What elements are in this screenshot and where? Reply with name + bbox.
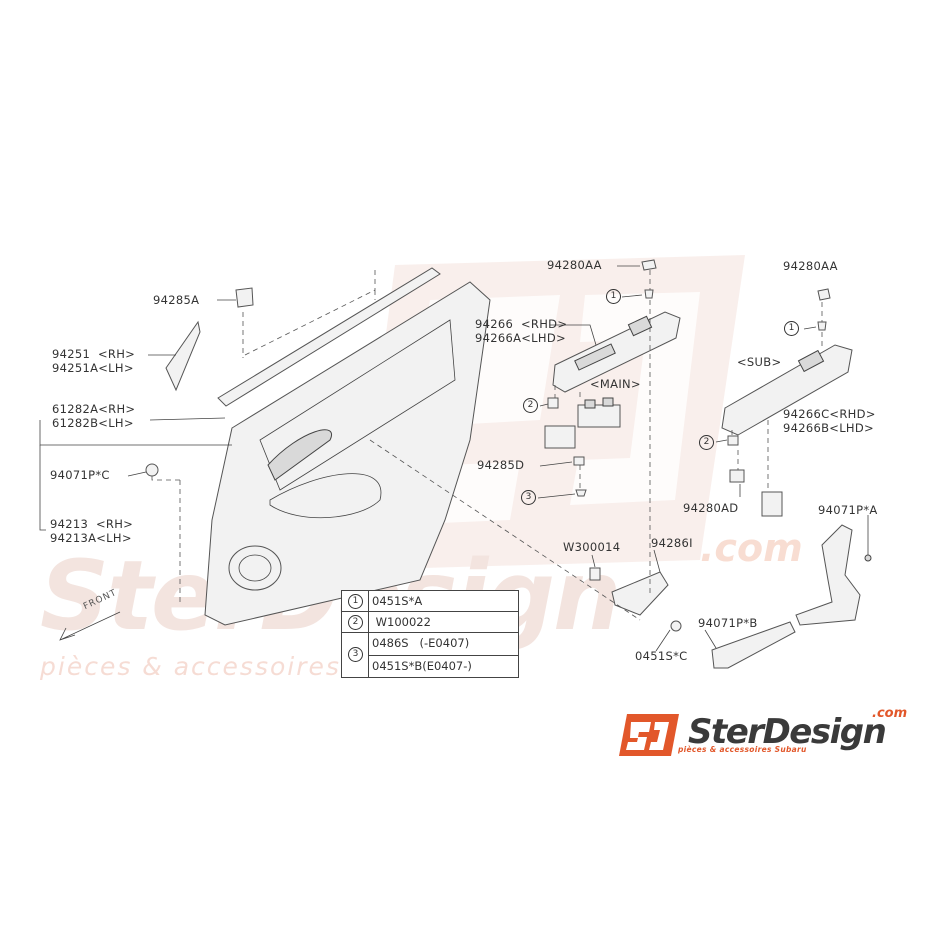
clip-94285D-part: [573, 456, 585, 466]
label-94285A: 94285A: [153, 293, 200, 307]
bracket-W300014-part: [589, 567, 601, 581]
legend-num: 3: [348, 647, 363, 662]
clip-94071PA-part: [864, 554, 872, 562]
door-trim-panel-part: [204, 281, 491, 626]
legend-num: 1: [348, 594, 363, 609]
screw-1-sub-part: [817, 321, 827, 331]
screw-1-main-part: [644, 289, 654, 299]
scuff-plate-94071PB-part: [711, 621, 796, 669]
logo-tagline: pièces & accessoires Subaru: [678, 745, 807, 754]
label-W300014: W300014: [563, 540, 621, 554]
fastener-legend-table: 1 0451S*A 2 W100022 3 0486S (-E0407) 045…: [341, 590, 519, 678]
label-94213A: 94213A<LH>: [50, 531, 132, 545]
label-94266C: 94266C<RHD>: [783, 407, 876, 421]
screw-3-part: [575, 489, 587, 497]
label-94280AD: 94280AD: [683, 501, 739, 515]
weatherstrip-part: [217, 267, 441, 407]
callout-1-main: 1: [606, 289, 621, 304]
label-94266: 94266 <RHD>: [475, 317, 568, 331]
main-switch-block-part: [544, 397, 621, 449]
pillar-trim-94071PA-part: [795, 524, 861, 626]
clip-94285A-part: [235, 287, 254, 308]
main-switch-panel-part: [552, 311, 681, 393]
legend-row: 2 W100022: [342, 612, 518, 633]
callout-3: 3: [521, 490, 536, 505]
legend-text: W100022: [372, 615, 431, 629]
label-94071PC: 94071P*C: [50, 468, 110, 482]
label-94285D: 94285D: [477, 458, 525, 472]
label-94251A: 94251A<LH>: [52, 361, 134, 375]
label-0451SC: 0451S*C: [635, 649, 688, 663]
label-94266A: 94266A<LHD>: [475, 331, 566, 345]
callout-1-sub: 1: [784, 321, 799, 336]
watermark-domain: .com: [700, 526, 803, 570]
clip-2-main-part: [547, 397, 559, 409]
label-94213: 94213 <RH>: [50, 517, 134, 531]
callout-2-sub: 2: [699, 435, 714, 450]
logo-domain: .com: [872, 706, 908, 721]
label-94286I: 94286I: [651, 536, 693, 550]
label-94071PA: 94071P*A: [818, 503, 878, 517]
legend-row: 1 0451S*A: [342, 591, 518, 612]
switch-94280AD-part: [729, 469, 745, 483]
logo-wordmark: SterDesign: [688, 712, 887, 752]
label-94071PB: 94071P*B: [698, 616, 758, 630]
label-main: <MAIN>: [590, 377, 641, 391]
clip-94071PC-part: [145, 463, 159, 477]
sterdesign-logo-icon: [619, 714, 679, 756]
label-sub: <SUB>: [737, 355, 782, 369]
legend-row: 3 0486S (-E0407) 0451S*B(E0407-): [342, 633, 518, 677]
bracket-94286I-part: [611, 571, 669, 616]
label-94251: 94251 <RH>: [52, 347, 136, 361]
switch-sub-block-part: [761, 491, 783, 517]
legend-text: 0451S*B(E0407-): [372, 659, 472, 673]
legend-text: 0451S*A: [372, 594, 423, 608]
sub-switch-panel-part: [721, 344, 853, 436]
front-arrow-icon: [59, 611, 121, 641]
callout-2-main: 2: [523, 398, 538, 413]
cap-94280AA-sub-part: [817, 288, 831, 301]
clip-2-sub-part: [727, 435, 739, 446]
label-61282A: 61282A<RH>: [52, 402, 136, 416]
label-94280AA-sub: 94280AA: [783, 259, 838, 273]
cover-94251-part: [165, 320, 201, 392]
label-61282B: 61282B<LH>: [52, 416, 134, 430]
label-94266B: 94266B<LHD>: [783, 421, 874, 435]
cap-94280AA-main-part: [641, 259, 657, 271]
label-94280AA-main: 94280AA: [547, 258, 602, 272]
legend-num: 2: [348, 615, 363, 630]
legend-text: 0486S (-E0407): [372, 636, 470, 650]
screw-0451SC-part: [670, 620, 682, 632]
